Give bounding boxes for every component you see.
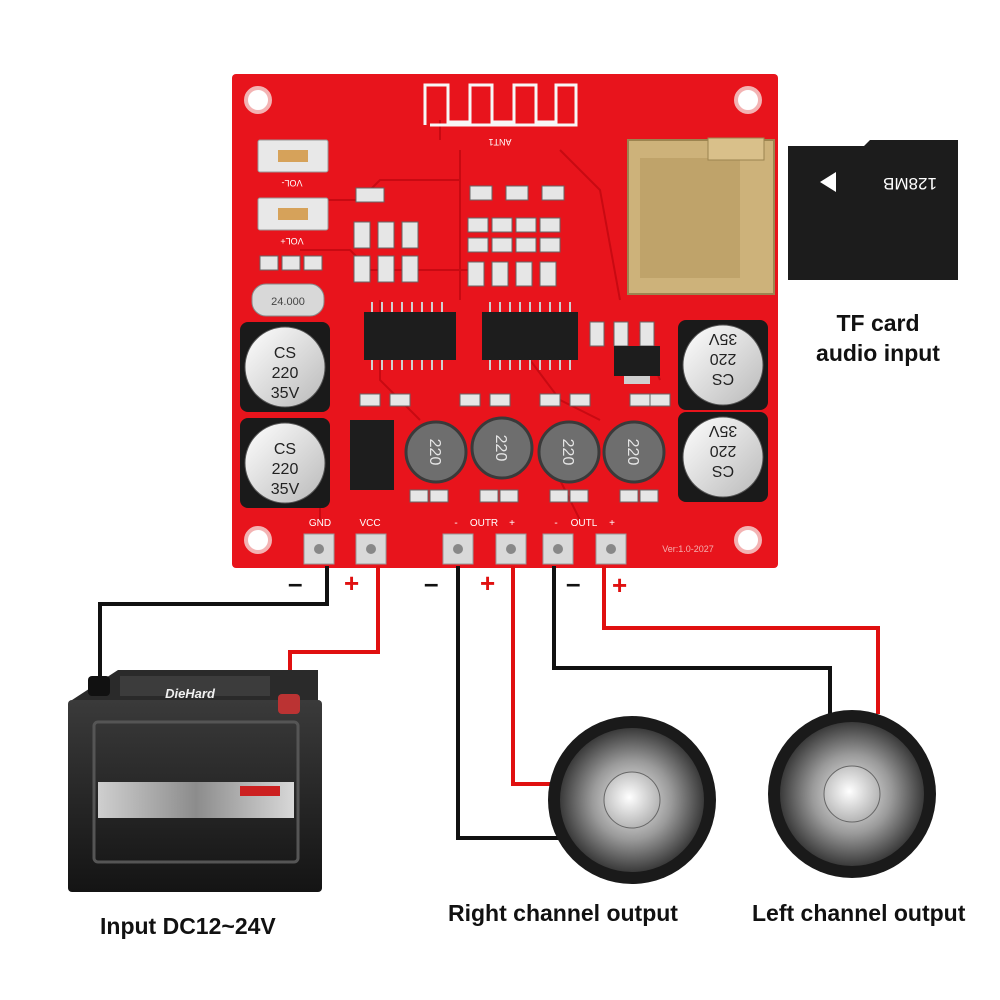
capacitor-right-bottom-line3: 35V	[708, 422, 737, 439]
pin-gnd-label: GND	[309, 518, 331, 529]
battery-brand: DieHard	[165, 686, 216, 701]
capacitor-right-top: CS 220 35V	[678, 320, 768, 410]
tf-card-arrow-icon	[820, 172, 836, 192]
polarity-minus-outl: –	[566, 568, 581, 598]
capacitor-left-bottom: CS 220 35V	[240, 418, 330, 508]
mounting-holes	[244, 86, 762, 554]
battery-terminal-positive	[278, 694, 300, 714]
vol-minus-label: VOL-	[281, 178, 302, 188]
pin-outr-label: OUTR	[470, 518, 498, 529]
outl-plus-label: +	[609, 518, 615, 529]
antenna-trace: ANT1	[423, 83, 578, 147]
inductor-2: 220	[470, 416, 534, 480]
polarity-plus-outl: +	[612, 570, 628, 600]
capacitor-right-bottom: CS 220 35V	[678, 412, 768, 502]
button-vol-plus: VOL+	[257, 197, 329, 246]
antenna-label: ANT1	[488, 137, 511, 147]
speaker-right	[548, 716, 716, 884]
inductor-4: 220	[602, 420, 666, 484]
polarity-minus-gnd: –	[288, 568, 303, 598]
crystal-oscillator: 24.000	[251, 283, 325, 317]
capacitor-right-top-line3: 35V	[708, 330, 737, 347]
tf-card-caption-line2: audio input	[816, 340, 940, 366]
version-label: Ver:1.0-2027	[662, 544, 714, 554]
wire-right-positive	[511, 566, 560, 786]
pad-outl-plus	[595, 533, 627, 565]
right-output-caption: Right channel output	[448, 900, 678, 926]
capacitor-right-bottom-line2: 220	[710, 442, 737, 459]
chip-bluetooth	[364, 302, 456, 370]
pin-vcc-label: VCC	[359, 518, 380, 529]
voltage-regulator	[350, 346, 660, 490]
solder-pads	[303, 533, 627, 565]
tf-card-caption: TF card audio input	[808, 308, 948, 368]
button-vol-minus: VOL-	[257, 139, 329, 188]
left-output-caption: Left channel output	[752, 900, 966, 926]
wire-left-negative	[552, 566, 832, 714]
polarity-plus-vcc: +	[344, 568, 360, 598]
diode	[350, 420, 394, 490]
inductor-3: 220	[537, 420, 601, 484]
pin-labels: GND VCC - OUTR + - OUTL + Ver:1.0-2027	[309, 518, 714, 554]
tf-card-capacity: 128MB	[883, 174, 937, 193]
chip-amplifier	[482, 302, 578, 370]
tf-card-caption-line1: TF card	[836, 310, 920, 336]
outr-plus-label: +	[509, 518, 515, 529]
wire-left-positive	[602, 566, 880, 714]
outl-minus-label: -	[554, 518, 557, 529]
sd-card-slot	[627, 137, 775, 295]
battery: DieHard	[68, 670, 322, 892]
capacitor-right-top-line2: 220	[710, 350, 737, 367]
outr-minus-label: -	[454, 518, 457, 529]
amplifier-board: ANT1 VOL- VOL+ 24.000	[232, 74, 778, 568]
capacitor-left-top-line1: CS	[274, 345, 296, 362]
inductor-1: 220	[404, 420, 468, 484]
polarity-plus-outr: +	[480, 568, 496, 598]
inductor-3-label: 220	[559, 439, 576, 466]
capacitor-left-top-line2: 220	[272, 365, 299, 382]
capacitor-right-top-line1: CS	[712, 370, 734, 387]
crystal-label: 24.000	[271, 296, 305, 308]
wire-right-negative	[456, 566, 572, 840]
vol-plus-label: VOL+	[280, 236, 303, 246]
wire-gnd	[98, 566, 329, 686]
capacitor-left-bottom-line3: 35V	[271, 481, 300, 498]
capacitor-right-bottom-line1: CS	[712, 462, 734, 479]
polarity-minus-outr: –	[424, 568, 439, 598]
input-caption: Input DC12~24V	[100, 913, 276, 939]
pad-outr-minus	[442, 533, 474, 565]
inductor-1-label: 220	[426, 439, 443, 466]
battery-terminal-negative	[88, 676, 110, 696]
capacitor-left-bottom-line2: 220	[272, 461, 299, 478]
capacitor-left-bottom-line1: CS	[274, 441, 296, 458]
pin-outl-label: OUTL	[571, 518, 598, 529]
capacitor-left-top-line3: 35V	[271, 385, 300, 402]
capacitor-left-top: CS 220 35V	[240, 322, 330, 412]
smd-components	[259, 185, 671, 503]
speaker-left	[768, 710, 936, 878]
inductor-2-label: 220	[492, 435, 509, 462]
wires	[98, 566, 880, 840]
inductor-4-label: 220	[624, 439, 641, 466]
tf-card: 128MB	[788, 140, 958, 280]
